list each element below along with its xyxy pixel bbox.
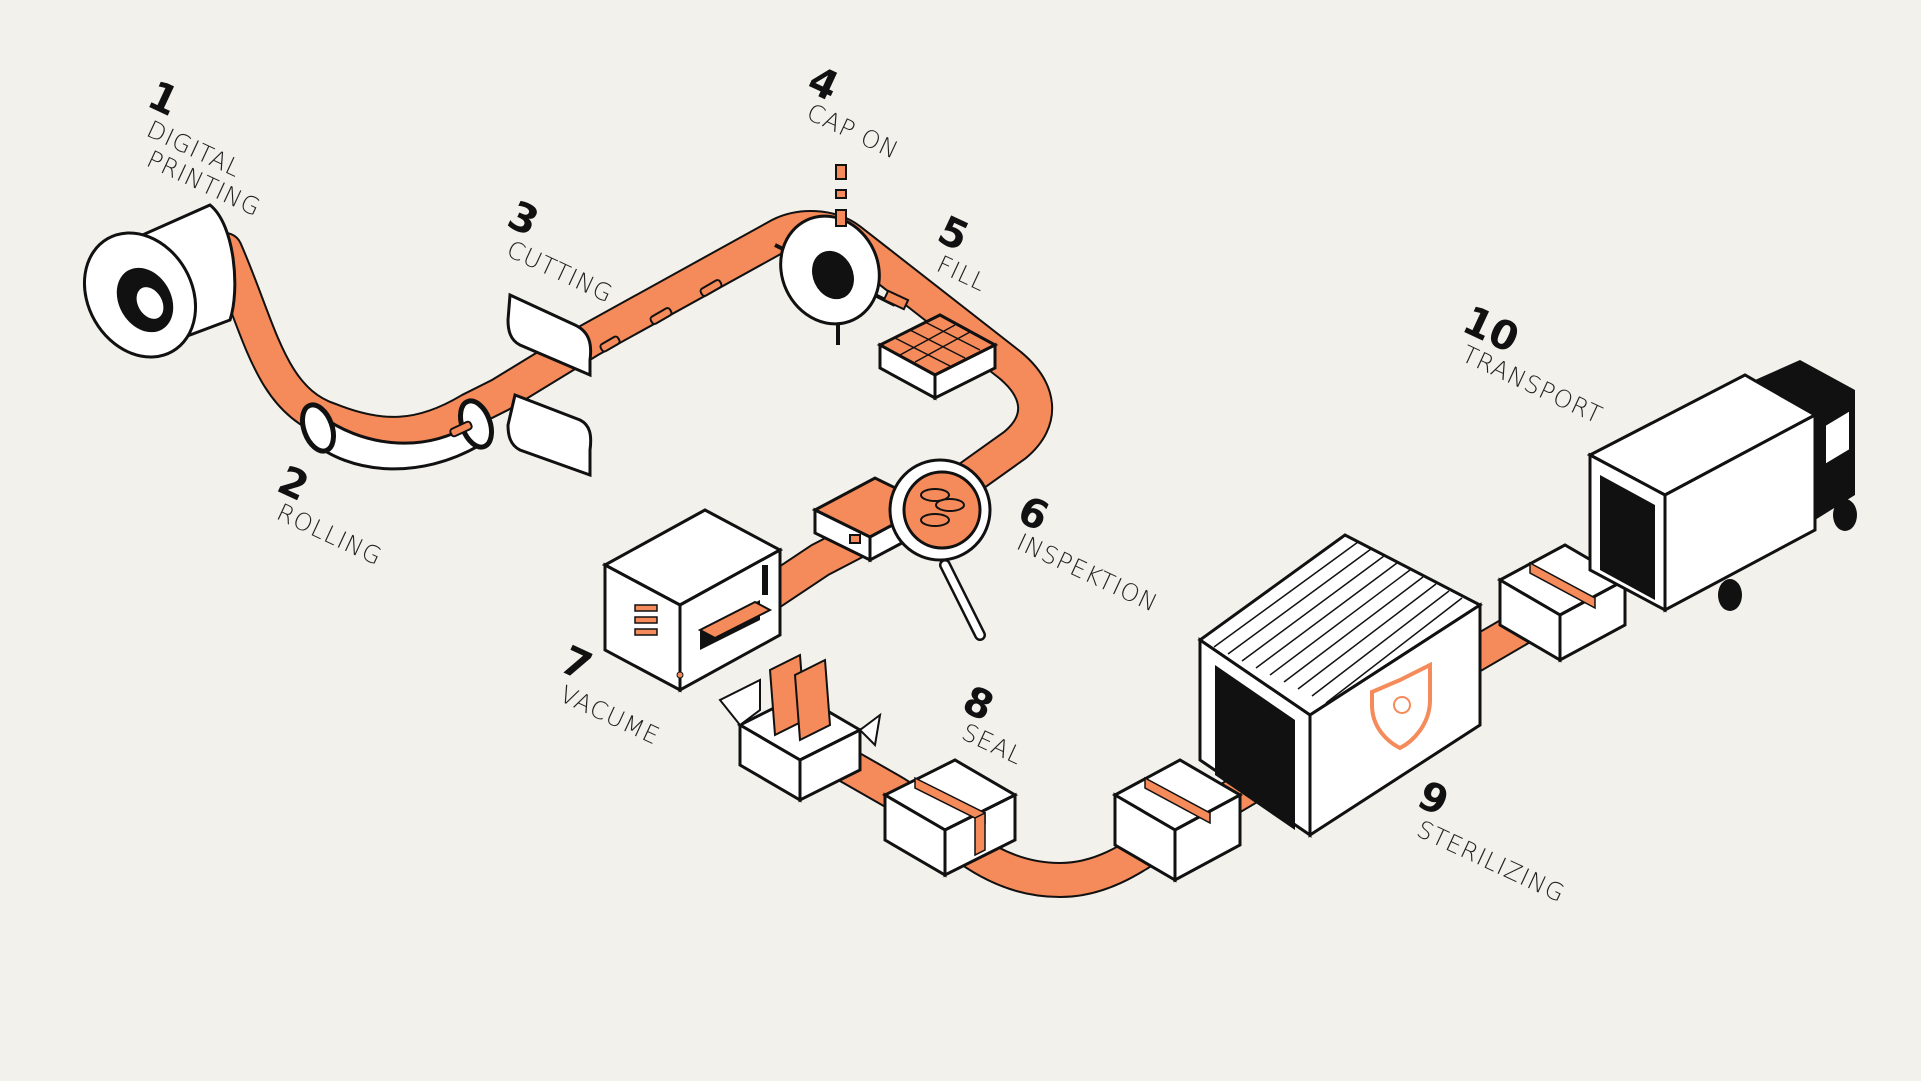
step-10-label: 10 TRANSPORT: [1456, 297, 1607, 429]
step-name-line: TRANSPORT: [1457, 340, 1607, 430]
sterilizer-chamber-icon: [1197, 533, 1483, 838]
step-8-label: 8 SEAL: [956, 677, 1028, 770]
vacuum-machine-icon: [601, 508, 784, 693]
step-number: 3: [501, 192, 546, 245]
step-3-label: 3 CUTTING: [501, 192, 618, 308]
fill-tray-icon: [876, 313, 999, 401]
step-name-line: VACUME: [555, 680, 664, 751]
open-box-icon: [718, 653, 882, 803]
tube-roller-icon: [299, 398, 495, 471]
step-number: 9: [1411, 772, 1456, 825]
step-number: 7: [554, 637, 599, 690]
step-name-line: INSPEKTION: [1012, 528, 1162, 618]
step-name-line: STERILIZING: [1412, 815, 1569, 908]
step-name-line: CUTTING: [502, 235, 617, 308]
step-number: 5: [931, 207, 976, 260]
step-2-label: 2 ROLLING: [271, 457, 387, 571]
step-1-label: 1 DIGITAL PRINTING: [141, 72, 266, 222]
cutting-blades-icon: [506, 279, 723, 478]
truck-icon: [1586, 360, 1857, 613]
step-4-label: 4 CAP ON: [801, 57, 903, 165]
sterilizer-box-before-icon: [1111, 758, 1244, 883]
step-name-line: CAP ON: [802, 98, 903, 165]
step-name-line: ROLLING: [272, 498, 386, 571]
tape-roll-icon: [82, 203, 237, 359]
step-name-line: SEAL: [957, 718, 1027, 771]
magnifier-icon: [811, 458, 992, 641]
cap-ring-icon: [774, 164, 910, 345]
step-9-label: 9 STERILIZING: [1411, 772, 1570, 908]
sealed-box-icon: [881, 758, 1019, 878]
step-number: 1: [141, 72, 186, 125]
step-5-label: 5 FILL: [931, 207, 991, 297]
step-6-label: 6 INSPEKTION: [1011, 487, 1163, 617]
